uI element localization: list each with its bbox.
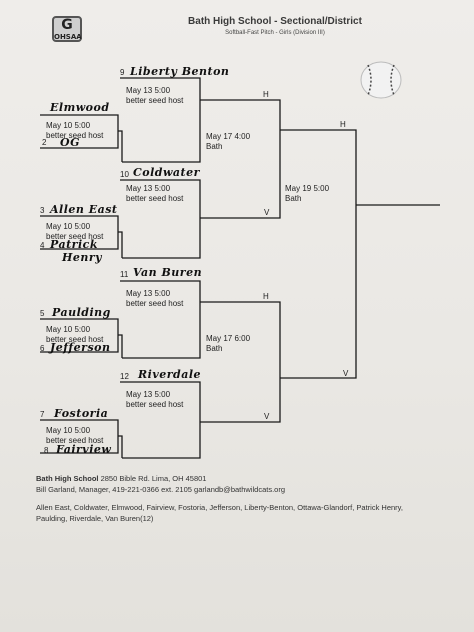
game-date: May 13 5:00 bbox=[126, 390, 171, 399]
game-date: May 13 5:00 bbox=[126, 289, 171, 298]
game-date: May 13 5:00 bbox=[126, 86, 171, 95]
seed-4: 4 bbox=[40, 241, 45, 250]
footer-address: Bath High School 2850 Bible Rd. Lima, OH… bbox=[36, 474, 206, 483]
team-riverdale: Riverdale bbox=[138, 368, 202, 381]
team-jefferson: Jefferson bbox=[50, 341, 111, 354]
game-note: better seed host bbox=[46, 232, 104, 241]
game-date: May 10 5:00 bbox=[46, 426, 91, 435]
home-marker: H bbox=[263, 292, 269, 301]
team-van-buren: Van Buren bbox=[133, 266, 203, 279]
final-site: Bath bbox=[285, 194, 302, 203]
seed-6: 6 bbox=[40, 344, 45, 353]
footer-teams-1: Allen East, Coldwater, Elmwood, Fairview… bbox=[36, 503, 403, 512]
footer-school: Bath High School bbox=[36, 474, 99, 483]
game-note: better seed host bbox=[46, 436, 104, 445]
team-coldwater: Coldwater bbox=[133, 166, 200, 179]
visitor-marker: V bbox=[264, 208, 270, 217]
game-note: better seed host bbox=[46, 131, 104, 140]
home-marker: H bbox=[340, 120, 346, 129]
team-liberty-benton: Liberty Benton bbox=[130, 65, 230, 78]
semi-date: May 17 4:00 bbox=[206, 132, 251, 141]
seed-12: 12 bbox=[120, 372, 129, 381]
game-date: May 10 5:00 bbox=[46, 222, 91, 231]
team-og: OG bbox=[60, 136, 80, 149]
final-date: May 19 5:00 bbox=[285, 184, 330, 193]
softball-icon bbox=[360, 61, 402, 99]
game-date: May 13 5:00 bbox=[126, 184, 171, 193]
visitor-marker: V bbox=[264, 412, 270, 421]
team-paulding: Paulding bbox=[52, 306, 111, 319]
seed-9: 9 bbox=[120, 68, 125, 77]
seed-2: 2 bbox=[42, 138, 47, 147]
seed-10: 10 bbox=[120, 170, 129, 179]
seed-8: 8 bbox=[44, 446, 49, 455]
seed-11: 11 bbox=[120, 270, 129, 279]
team-fairview: Fairview bbox=[56, 443, 112, 456]
footer-address-text: 2850 Bible Rd. Lima, OH 45801 bbox=[98, 474, 207, 483]
visitor-marker: V bbox=[343, 369, 349, 378]
seed-5: 5 bbox=[40, 309, 45, 318]
game-note: better seed host bbox=[126, 96, 184, 105]
semi-site: Bath bbox=[206, 344, 223, 353]
game-date: May 10 5:00 bbox=[46, 121, 91, 130]
team-patrick: Patrick bbox=[50, 238, 98, 251]
game-date: May 10 5:00 bbox=[46, 325, 91, 334]
page-title: Bath High School - Sectional/District bbox=[188, 16, 362, 27]
team-elmwood: Elmwood bbox=[50, 101, 110, 114]
footer-teams-2: Paulding, Riverdale, Van Buren(12) bbox=[36, 514, 154, 523]
team-henry: Henry bbox=[62, 251, 103, 264]
game-note: better seed host bbox=[46, 335, 104, 344]
semi-date: May 17 6:00 bbox=[206, 334, 251, 343]
team-fostoria: Fostoria bbox=[54, 407, 109, 420]
footer-manager: Bill Garland, Manager, 419-221-0366 ext.… bbox=[36, 485, 286, 494]
team-allen-east: Allen East bbox=[50, 203, 118, 216]
game-note: better seed host bbox=[126, 299, 184, 308]
game-note: better seed host bbox=[126, 400, 184, 409]
seed-7: 7 bbox=[40, 410, 45, 419]
page-subtitle: Softball-Fast Pitch - Girls (Division II… bbox=[225, 30, 325, 36]
home-marker: H bbox=[263, 90, 269, 99]
game-note: better seed host bbox=[126, 194, 184, 203]
semi-site: Bath bbox=[206, 142, 223, 151]
seed-3: 3 bbox=[40, 206, 45, 215]
